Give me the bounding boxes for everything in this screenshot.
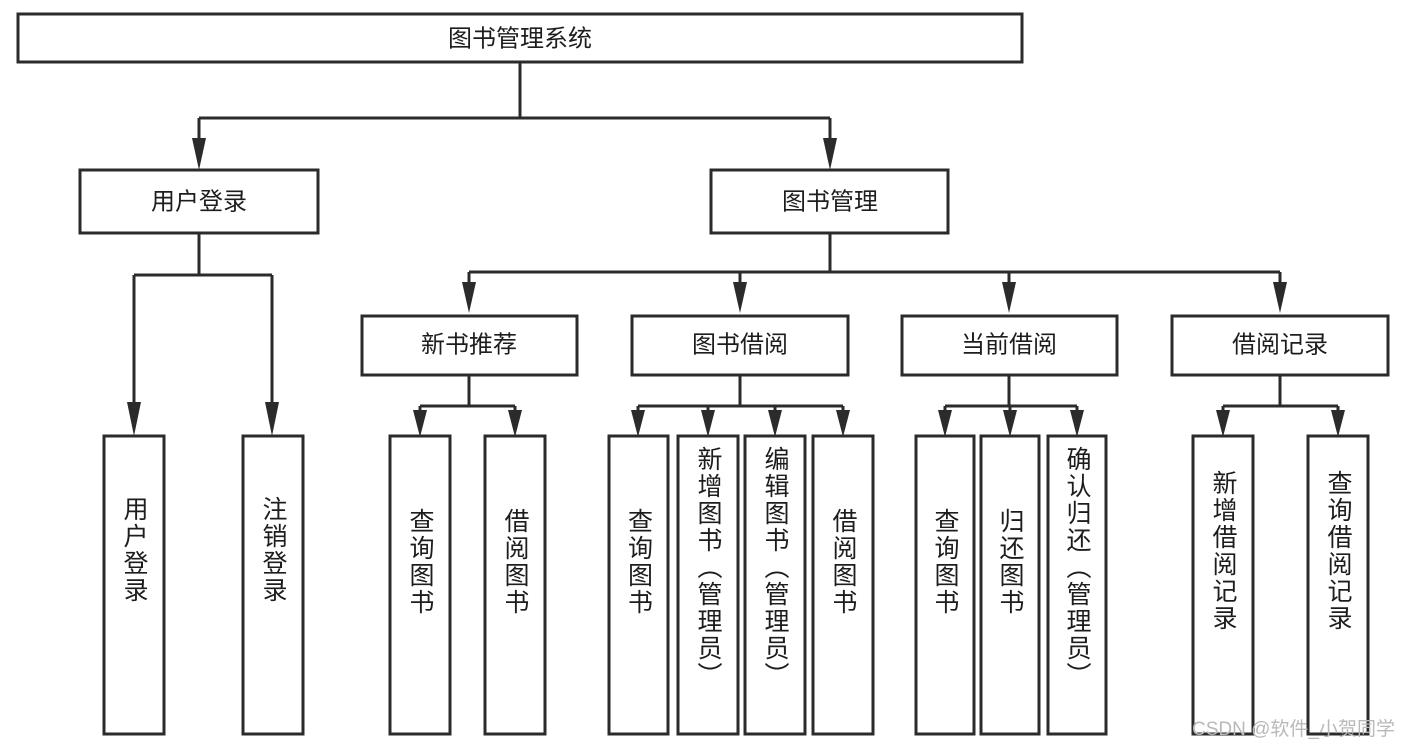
node-new-book-recommend-box[interactable] bbox=[360, 314, 579, 377]
node-current-borrow-box[interactable] bbox=[900, 314, 1119, 377]
connector-layer bbox=[127, 62, 1345, 437]
node-leaf-edit-book-box[interactable] bbox=[743, 434, 807, 736]
node-leaf-query-book-1-box[interactable] bbox=[388, 434, 452, 736]
node-leaf-query-book-3-box[interactable] bbox=[914, 434, 976, 736]
arrow-head-leaf-borrow-book-1 bbox=[508, 410, 522, 437]
arrow-head-leaf-borrow-book-2 bbox=[836, 410, 850, 437]
node-leaf-query-record-box[interactable] bbox=[1306, 434, 1370, 736]
node-book-manage-box[interactable] bbox=[709, 168, 950, 235]
node-leaf-borrow-book-1-box[interactable] bbox=[483, 434, 547, 736]
node-leaf-user-login-box[interactable] bbox=[102, 434, 166, 736]
arrow-head-book-borrow bbox=[733, 282, 747, 313]
node-borrow-record-label: 借阅记录 bbox=[1232, 331, 1328, 358]
arrow-head-user-login bbox=[192, 138, 206, 170]
watermark-text: CSDN @软件_小贺同学 bbox=[1192, 719, 1395, 740]
node-borrow-record-box[interactable] bbox=[1170, 314, 1390, 377]
node-leaf-confirm-return-box[interactable] bbox=[1046, 434, 1108, 736]
node-book-borrow-box[interactable] bbox=[630, 314, 850, 377]
node-user-login-label: 用户登录 bbox=[151, 188, 247, 215]
node-current-borrow-label: 当前借阅 bbox=[961, 331, 1057, 358]
node-book-borrow[interactable]: 图书借阅 bbox=[630, 314, 850, 377]
arrow-head-leaf-edit-book bbox=[768, 410, 782, 437]
node-book-manage-label: 图书管理 bbox=[782, 188, 878, 215]
arrow-head-leaf-user-login bbox=[127, 402, 141, 436]
arrow-head-leaf-query-book-1 bbox=[413, 410, 427, 437]
arrow-head-borrow-record bbox=[1273, 282, 1287, 313]
node-root-label: 图书管理系统 bbox=[448, 25, 592, 52]
arrow-head-leaf-query-book-2 bbox=[631, 410, 645, 437]
node-borrow-record[interactable]: 借阅记录 bbox=[1170, 314, 1390, 377]
node-root-box[interactable] bbox=[16, 12, 1024, 64]
node-new-book-recommend[interactable]: 新书推荐 bbox=[360, 314, 579, 377]
arrow-head-leaf-return-book bbox=[1003, 410, 1017, 437]
arrow-head-leaf-query-record bbox=[1331, 410, 1345, 437]
node-leaf-add-book-box[interactable] bbox=[676, 434, 740, 736]
arrow-head-leaf-query-book-3 bbox=[938, 410, 952, 437]
arrow-head-new-book-recommend bbox=[462, 282, 476, 313]
arrow-head-leaf-add-record bbox=[1216, 410, 1230, 437]
node-current-borrow[interactable]: 当前借阅 bbox=[900, 314, 1119, 377]
node-leaf-logout-box[interactable] bbox=[241, 434, 305, 736]
node-user-login[interactable]: 用户登录 bbox=[78, 168, 320, 235]
arrow-head-current-borrow bbox=[1002, 282, 1016, 313]
node-new-book-recommend-label: 新书推荐 bbox=[421, 331, 517, 358]
node-leaf-add-record-box[interactable] bbox=[1191, 434, 1255, 736]
node-leaf-query-book-2-box[interactable] bbox=[607, 434, 670, 736]
node-book-manage[interactable]: 图书管理 bbox=[709, 168, 950, 235]
arrow-head-leaf-logout bbox=[265, 402, 279, 436]
node-user-login-box[interactable] bbox=[78, 168, 320, 235]
arrow-head-book-manage bbox=[823, 138, 837, 170]
node-root[interactable]: 图书管理系统 bbox=[16, 12, 1024, 64]
arrow-head-leaf-confirm-return bbox=[1070, 410, 1084, 437]
arrow-head-leaf-add-book bbox=[701, 410, 715, 437]
node-leaf-return-book-box[interactable] bbox=[979, 434, 1041, 736]
node-book-borrow-label: 图书借阅 bbox=[692, 331, 788, 358]
node-leaf-borrow-book-2-box[interactable] bbox=[811, 434, 875, 736]
